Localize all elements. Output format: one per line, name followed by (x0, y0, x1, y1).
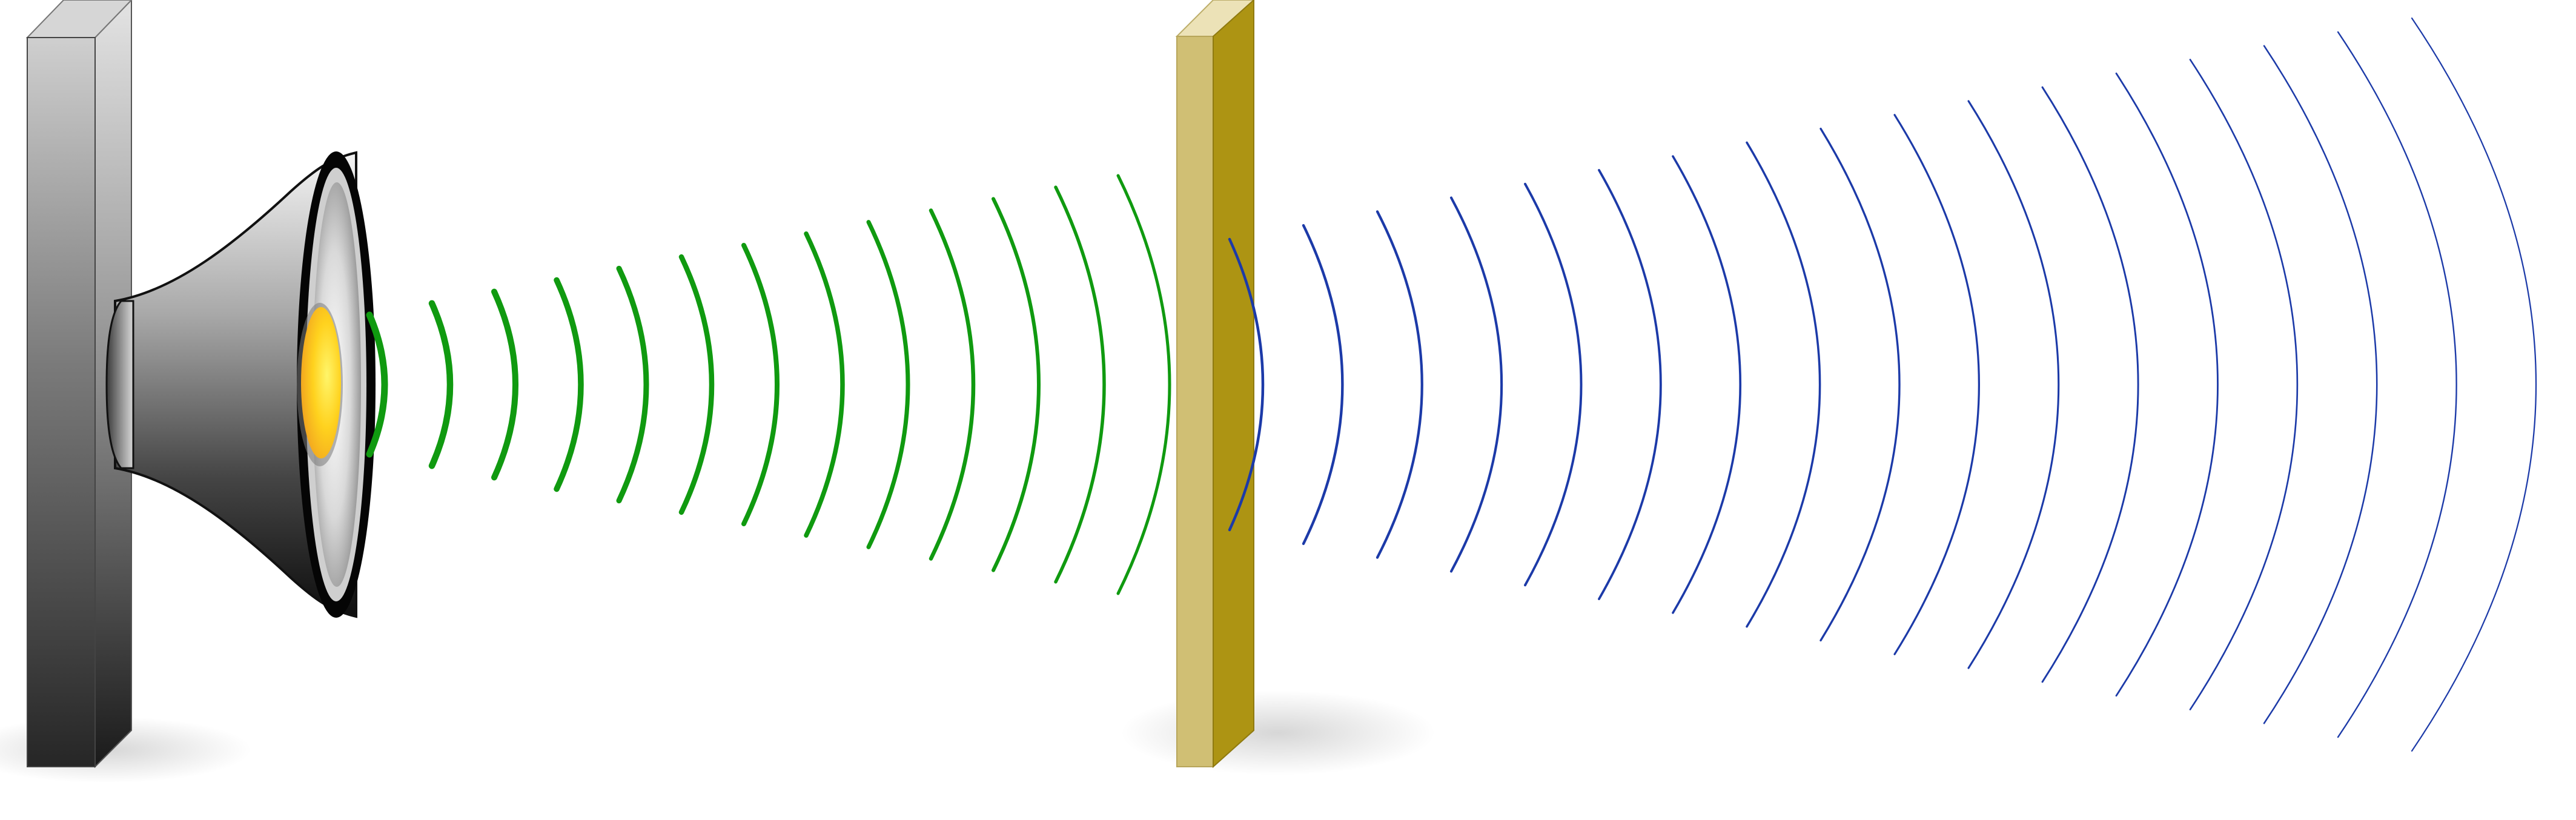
incident-wave-arc (494, 292, 515, 478)
incident-wave-arc (993, 199, 1039, 570)
transmitted-wave-arc (1747, 142, 1820, 626)
transmitted-wave-arc (2264, 46, 2377, 724)
transmitted-wave-arc (1821, 129, 1899, 641)
incident-wave-arc (557, 280, 581, 489)
incident-wave-arc (1056, 187, 1104, 582)
incident-waves (369, 176, 1170, 594)
incident-wave-arc (432, 303, 450, 466)
speaker-core (301, 307, 341, 458)
transmitted-wave-arc (2116, 73, 2218, 696)
transmitted-wave-arc (1673, 156, 1740, 613)
transmitted-wave-arc (1599, 170, 1661, 599)
incident-wave-arc (681, 257, 712, 512)
transmitted-wave-arc (2412, 18, 2536, 751)
incident-wave-arc (931, 211, 973, 559)
incident-wave-arc (806, 234, 843, 535)
transmitted-wave-arc (2042, 87, 2138, 682)
transmitted-wave-arc (1968, 101, 2059, 668)
loudspeaker-icon (107, 151, 376, 618)
transmitted-wave-arc (1451, 198, 1502, 572)
transmitted-wave-arc (2190, 59, 2297, 709)
barrier-panel (1121, 0, 1435, 775)
transmitted-wave-arc (1377, 211, 1422, 557)
transmitted-wave-arc (2338, 32, 2457, 737)
incident-wave-arc (619, 268, 646, 500)
incident-wave-arc (1118, 176, 1170, 594)
transmitted-wave-arc (1895, 115, 1979, 655)
transmitted-wave-arc (1525, 184, 1581, 586)
incident-wave-arc (744, 245, 777, 524)
incident-wave-arc (869, 222, 908, 547)
transmitted-waves (1230, 18, 2536, 751)
transmitted-wave-arc (1303, 225, 1342, 544)
